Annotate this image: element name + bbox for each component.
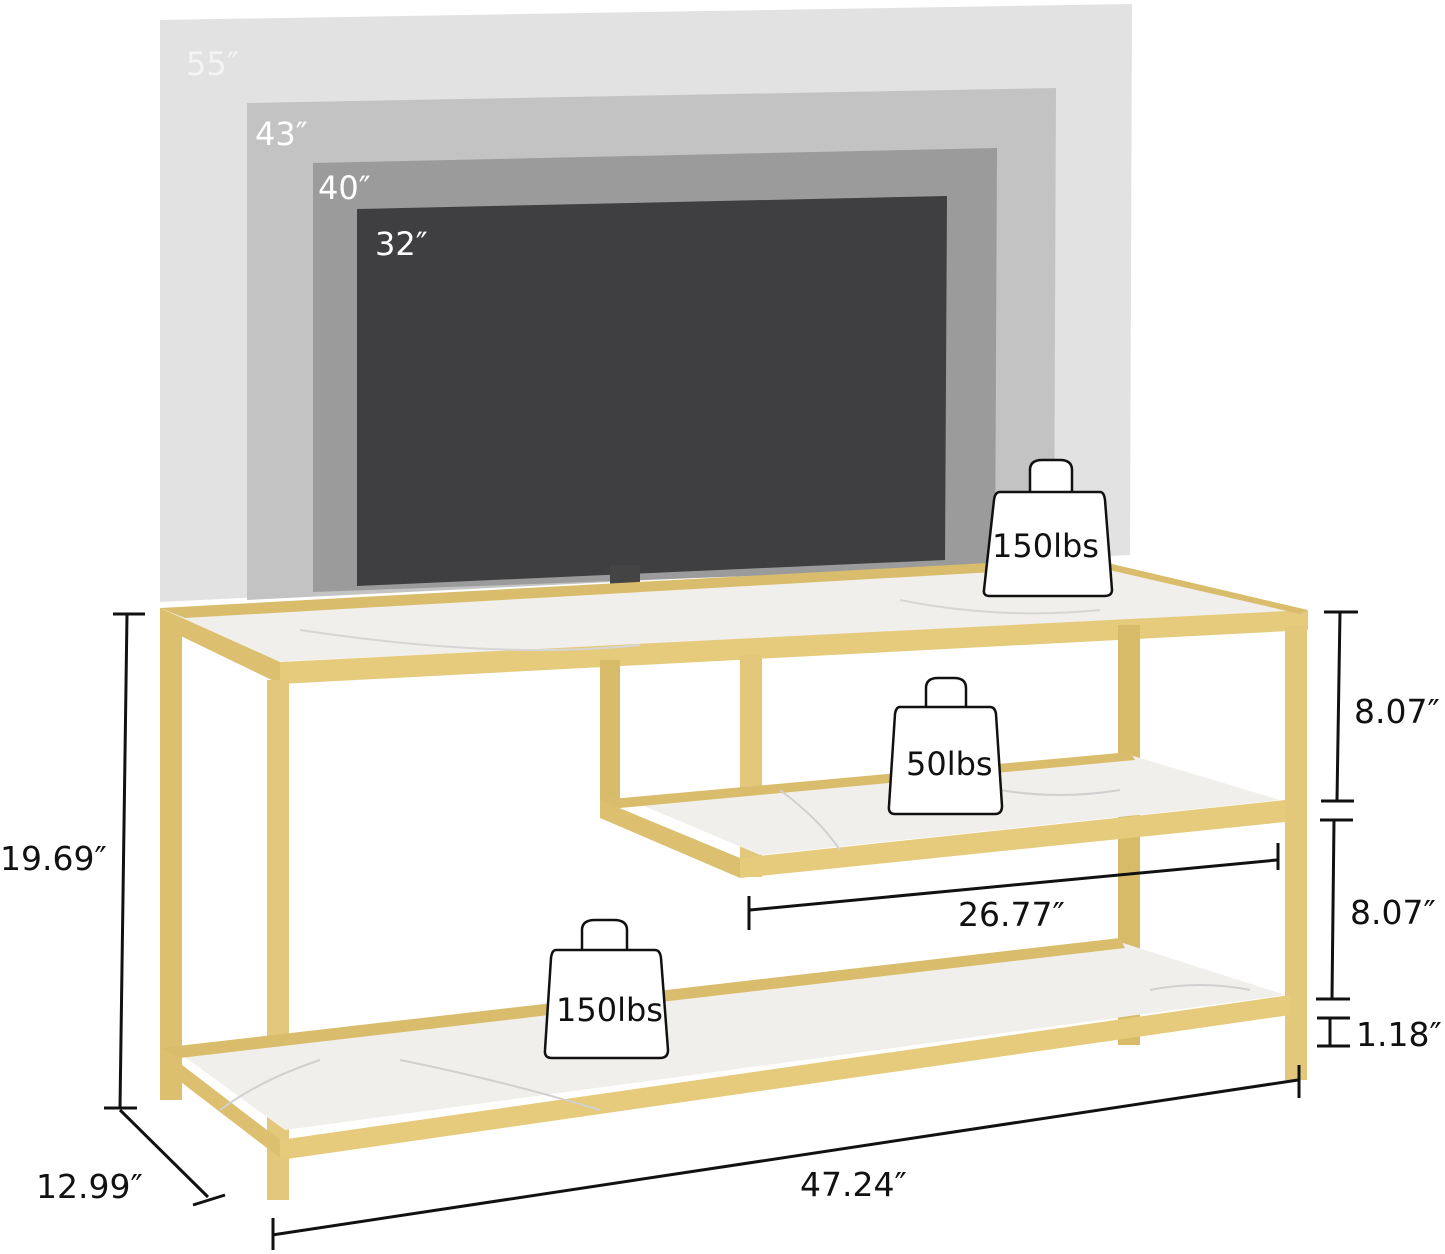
- weight-icon-top: [982, 458, 1114, 598]
- top-shelf: [160, 557, 1308, 684]
- dimension-lines: [104, 610, 1358, 1250]
- tv-size-comparison: [160, 4, 1132, 602]
- weight-label-middle-shelf: 50lbs: [906, 745, 993, 783]
- dimension-label-width: 47.24″: [800, 1165, 907, 1204]
- tv-size-label-32: 32″: [375, 225, 428, 263]
- weight-icon-bottom: [543, 918, 670, 1060]
- weight-label-top-shelf: 150lbs: [992, 527, 1099, 565]
- dimension-label-leg-clearance: 1.18″: [1356, 1015, 1442, 1054]
- bottom-shelf: [160, 938, 1290, 1160]
- weight-label-bottom-shelf: 150lbs: [556, 991, 663, 1029]
- stand-legs: [160, 620, 1307, 1200]
- dimension-label-depth: 12.99″: [36, 1167, 143, 1206]
- tv-size-label-43: 43″: [255, 115, 308, 153]
- tv-size-label-40: 40″: [318, 169, 371, 207]
- tv-size-label-55: 55″: [186, 45, 239, 83]
- tv-32-screen: [357, 196, 947, 586]
- dimension-label-upper-gap: 8.07″: [1354, 692, 1440, 731]
- dimension-label-lower-gap: 8.07″: [1350, 893, 1436, 932]
- dimension-label-height: 19.69″: [0, 839, 107, 878]
- dimension-label-middle-shelf-width: 26.77″: [958, 895, 1065, 934]
- weight-icon-middle: [887, 676, 1004, 816]
